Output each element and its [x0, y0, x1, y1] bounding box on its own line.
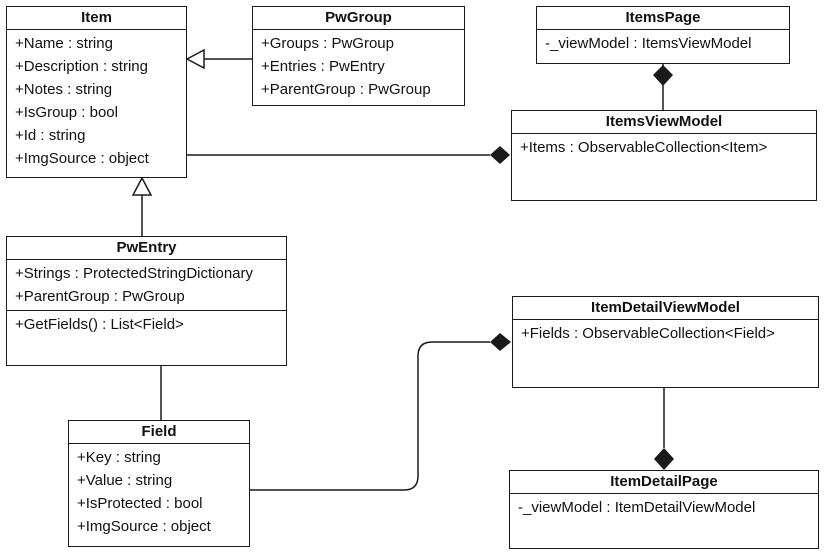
itemdetailpage-composition-diamond: [654, 448, 674, 470]
attribute: -_viewModel : ItemDetailViewModel: [518, 499, 756, 516]
class-itemsviewmodel[interactable]: ItemsViewModel +Items : ObservableCollec…: [511, 110, 817, 201]
attributes-section: +Groups : PwGroup +Entries : PwEntry +Pa…: [253, 30, 464, 103]
attribute: +Name : string: [15, 35, 113, 52]
attributes-section: -_viewModel : ItemDetailViewModel: [510, 494, 818, 521]
class-pwgroup[interactable]: PwGroup +Groups : PwGroup +Entries : PwE…: [252, 6, 465, 106]
operations-section: +GetFields() : List<Field>: [7, 310, 286, 338]
operation: +GetFields() : List<Field>: [15, 316, 184, 333]
attribute: +Items : ObservableCollection<Item>: [520, 139, 768, 156]
attributes-section: -_viewModel : ItemsViewModel: [537, 30, 789, 57]
class-item[interactable]: Item +Name : string +Description : strin…: [6, 6, 187, 178]
attribute: +ParentGroup : PwGroup: [15, 288, 185, 305]
item-generalization-arrowhead-right: [185, 48, 205, 70]
class-title: Field: [69, 421, 249, 444]
attribute: +Id : string: [15, 127, 86, 144]
attribute: +ParentGroup : PwGroup: [261, 81, 431, 98]
attribute: +Key : string: [77, 449, 161, 466]
class-title: ItemsViewModel: [512, 111, 816, 134]
class-itemspage[interactable]: ItemsPage -_viewModel : ItemsViewModel: [536, 6, 790, 64]
attribute: +Description : string: [15, 58, 148, 75]
class-title: ItemsPage: [537, 7, 789, 30]
itemdetailviewmodel-composition-diamond: [490, 333, 511, 351]
class-pwentry[interactable]: PwEntry +Strings : ProtectedStringDictio…: [6, 236, 287, 366]
attribute: +Fields : ObservableCollection<Field>: [521, 325, 775, 342]
attribute: -_viewModel : ItemsViewModel: [545, 35, 752, 52]
attributes-section: +Key : string +Value : string +IsProtect…: [69, 444, 249, 540]
class-title: ItemDetailViewModel: [513, 297, 818, 320]
class-field[interactable]: Field +Key : string +Value : string +IsP…: [68, 420, 250, 547]
attribute: +Entries : PwEntry: [261, 58, 385, 75]
attributes-section: +Strings : ProtectedStringDictionary +Pa…: [7, 260, 286, 310]
class-itemdetailpage[interactable]: ItemDetailPage -_viewModel : ItemDetailV…: [509, 470, 819, 549]
attributes-section: +Items : ObservableCollection<Item>: [512, 134, 816, 161]
class-itemdetailviewmodel[interactable]: ItemDetailViewModel +Fields : Observable…: [512, 296, 819, 388]
class-title: PwGroup: [253, 7, 464, 30]
class-title: Item: [7, 7, 186, 30]
attribute: +Value : string: [77, 472, 173, 489]
attribute: +IsProtected : bool: [77, 495, 203, 512]
attribute: +ImgSource : object: [77, 518, 211, 535]
itemspage-composition-diamond: [653, 65, 673, 86]
item-generalization-arrowhead-bottom: [131, 176, 153, 196]
attribute: +Strings : ProtectedStringDictionary: [15, 265, 254, 282]
itemdetailviewmodel-field-composition-line: [250, 341, 490, 491]
attribute: +IsGroup : bool: [15, 104, 118, 121]
class-title: ItemDetailPage: [510, 471, 818, 494]
attribute: +Groups : PwGroup: [261, 35, 394, 52]
attribute: +ImgSource : object: [15, 150, 149, 167]
itemsviewmodel-composition-diamond: [490, 146, 510, 164]
attributes-section: +Name : string +Description : string +No…: [7, 30, 186, 172]
class-title: PwEntry: [7, 237, 286, 260]
attributes-section: +Fields : ObservableCollection<Field>: [513, 320, 818, 347]
attribute: +Notes : string: [15, 81, 113, 98]
